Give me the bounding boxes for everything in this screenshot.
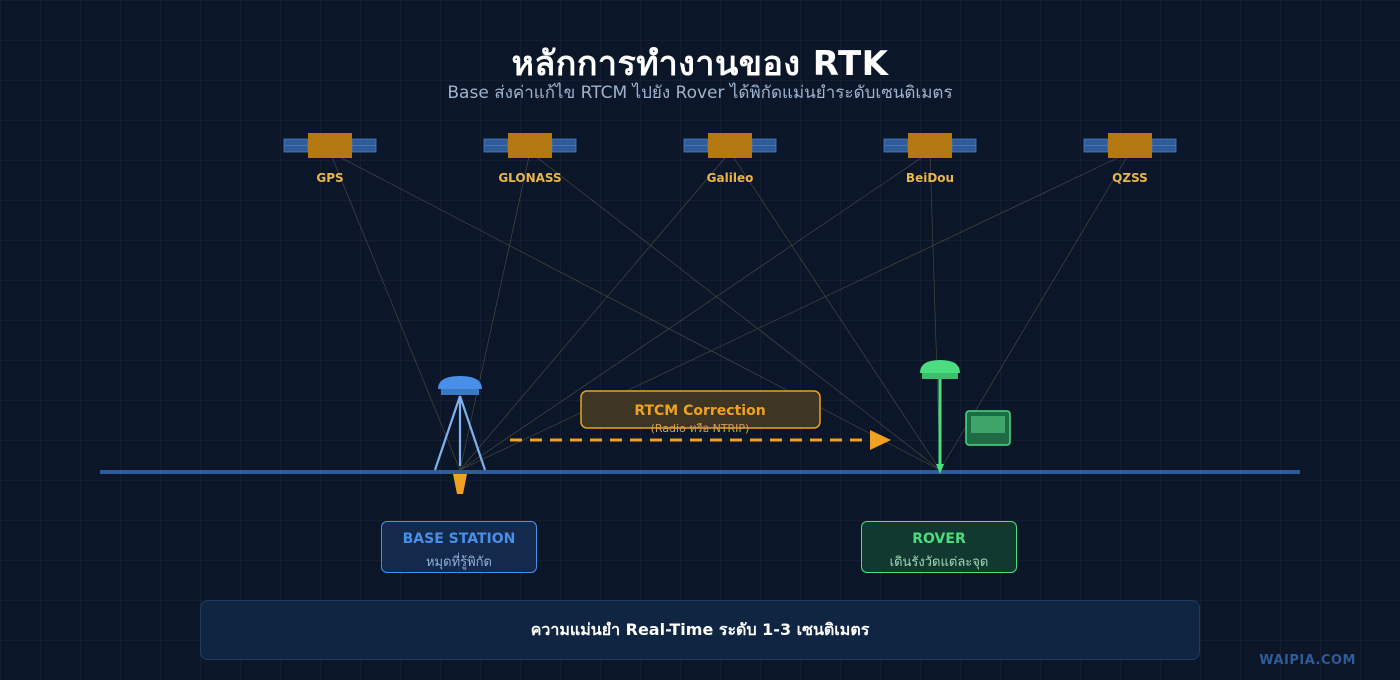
rover [920,360,1011,474]
base-station-card: BASE STATION หมุดที่รู้พิกัด [381,521,537,573]
signal-line-gps-rover [329,151,941,471]
satellite-label: GPS [316,171,343,185]
arrow-right-icon [870,430,891,450]
signal-lines [329,151,1131,471]
rtcm-subtitle: (Radio หรือ NTRIP) [651,422,750,435]
satellite-beidou: BeiDou [883,133,977,185]
satellite-icon [283,133,377,158]
signal-line-galileo-rover [729,151,941,471]
accuracy-text: ความแม่นยำ Real-Time ระดับ 1-3 เซนติเมตร [530,620,870,639]
satellite-icon [683,133,777,158]
signal-line-beidou-base [459,151,931,471]
satellite-label: GLONASS [498,171,561,185]
tripod-icon [433,395,487,471]
satellite-label: BeiDou [906,171,954,185]
rover-description: เดินรังวัดแต่ละจุด [889,555,989,570]
satellite-glonass: GLONASS [483,133,577,185]
satellite-qzss: QZSS [1083,133,1177,185]
signal-line-glonass-rover [529,151,941,471]
rover-pole-tip [936,464,944,474]
satellite-label: QZSS [1112,171,1148,185]
accuracy-banner: ความแม่นยำ Real-Time ระดับ 1-3 เซนติเมตร [200,600,1200,660]
survey-marker-icon [453,474,467,494]
rtcm-title: RTCM Correction [634,403,765,419]
satellite-icon [1083,133,1177,158]
signal-line-gps-base [329,151,461,471]
page-title: หลักการทำงานของ RTK [511,44,889,84]
satellite-icon [883,133,977,158]
rover-card: ROVER เดินรังวัดแต่ละจุด [861,521,1017,573]
base-station-name: BASE STATION [402,531,516,547]
signal-line-beidou-rover [929,151,941,471]
rtcm-correction: RTCM Correction (Radio หรือ NTRIP) [510,390,891,450]
satellite-gps: GPS [283,133,377,185]
page-subtitle: Base ส่งค่าแก้ไข RTCM ไปยัง Rover ได้พิก… [447,83,953,103]
satellite-galileo: Galileo [683,133,777,185]
watermark: WAIPIA.COM [1259,653,1356,668]
signal-line-galileo-base [459,151,731,471]
rtcm-label-box [580,390,821,429]
rover-antenna-icon [920,360,960,379]
signal-line-qzss-base [459,151,1131,471]
controller-icon [965,410,1011,446]
signal-line-glonass-base [459,151,531,471]
base-station [433,376,487,494]
satellite-icon [483,133,577,158]
satellite-label: Galileo [707,171,754,185]
base-station-description: หมุดที่รู้พิกัด [425,555,492,570]
base-antenna-icon [438,376,482,395]
rover-name: ROVER [912,531,966,547]
